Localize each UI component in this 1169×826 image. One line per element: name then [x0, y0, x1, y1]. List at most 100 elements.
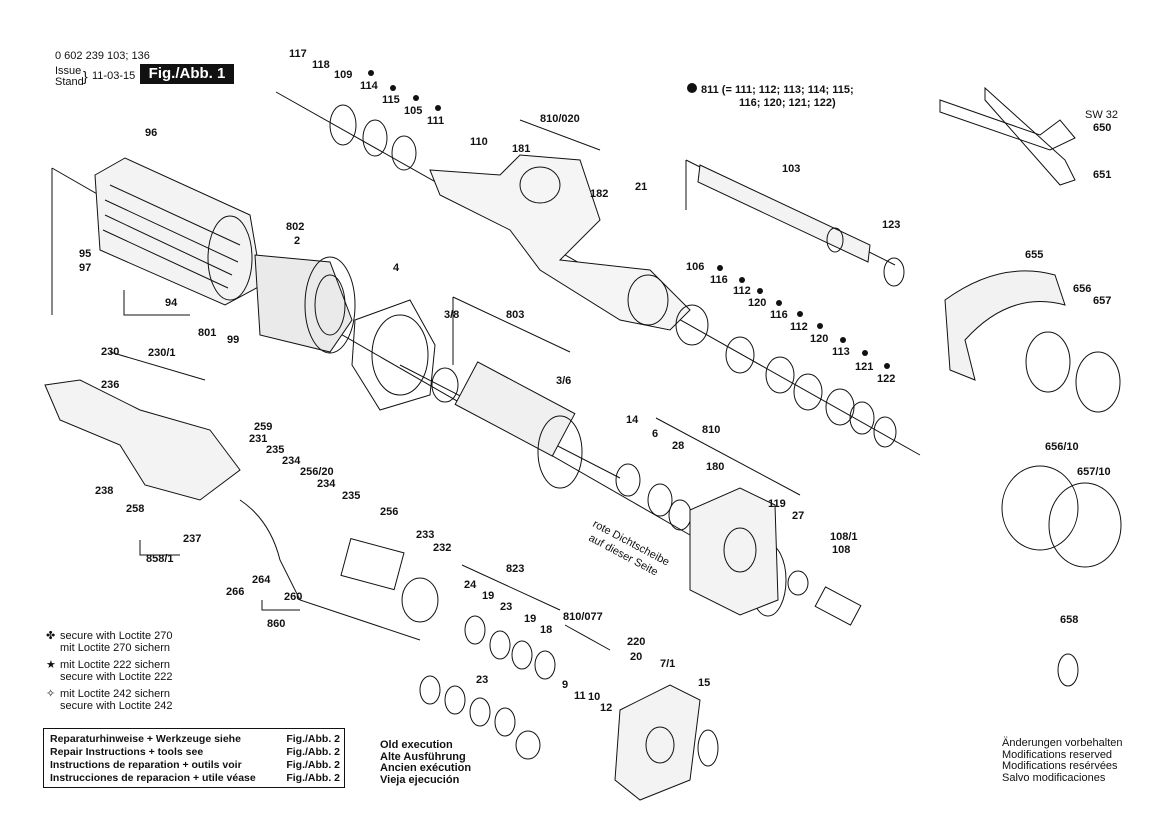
legend-text: mit Loctite 242 sichern — [60, 688, 171, 700]
part-label: 11 — [574, 690, 586, 702]
nut-657-10 — [1048, 482, 1122, 568]
part-label: 655 — [1025, 249, 1043, 261]
repair-ref: Fig./Abb. 2 — [286, 759, 340, 771]
bracket-810 — [655, 417, 801, 496]
bearing-106 — [675, 304, 709, 346]
old-execution-line: Ancien exécution — [380, 762, 472, 774]
part-label: 23 — [476, 674, 488, 686]
ring-116 — [765, 356, 795, 394]
part-label: 182 — [590, 188, 608, 200]
legend-text: secure with Loctite 270 — [60, 630, 173, 642]
legend-text: secure with Loctite 242 — [60, 700, 173, 712]
cable-260 — [239, 499, 421, 641]
flange-656 — [1025, 331, 1071, 393]
figure-label: Fig./Abb. 1 — [140, 64, 234, 84]
part-label: 256 — [380, 506, 398, 518]
kit-811-line: 811 (= 111; 112; 113; 114; 115; — [701, 84, 854, 96]
part-label: 94 — [165, 297, 178, 309]
ring-15 — [697, 729, 719, 767]
part-label: 123 — [882, 219, 900, 231]
part-label: 801 — [198, 327, 216, 339]
circlip-658 — [1057, 653, 1079, 687]
part-label: 105 — [404, 105, 422, 117]
seal-note: rote Dichtscheibe auf dieser Seite — [587, 518, 672, 578]
part-label: 115 — [382, 94, 400, 106]
part-label: 658 — [1060, 614, 1078, 626]
part-label: 234 — [282, 455, 301, 467]
part-label: 20 — [630, 651, 642, 663]
bracket-823 — [461, 564, 561, 611]
part-label: 235 — [266, 444, 284, 456]
handle-237 — [44, 379, 241, 501]
nut-657 — [1075, 351, 1121, 413]
part-label: 121 — [855, 361, 873, 373]
part-label: 112 — [790, 321, 808, 333]
part-label: 111 — [427, 115, 444, 127]
part-label: 114 — [360, 80, 379, 92]
housing-810 — [689, 487, 779, 616]
part-label: 656 — [1073, 283, 1091, 295]
part-label: 234 — [317, 478, 336, 490]
spindle-103 — [697, 164, 871, 263]
part-label: 220 — [627, 636, 645, 648]
part-label: 116 — [710, 274, 728, 286]
part-label: 120 — [810, 333, 828, 345]
part-label: 119 — [768, 498, 786, 510]
part-label: 266 — [226, 586, 244, 598]
part-label: 656/10 — [1045, 441, 1079, 453]
part-label: 23 — [500, 601, 512, 613]
bracket-860 — [261, 600, 300, 611]
repair-instructions-box: Reparaturhinweise + Werkzeuge siehe Fig.… — [43, 728, 345, 788]
part-label: 260 — [284, 591, 302, 603]
part-label: 95 — [79, 248, 91, 260]
repair-row: Reparaturhinweise + Werkzeuge siehe Fig.… — [50, 733, 340, 745]
part-callouts: 117 118 109 114 115 105 111 110 810/020 … — [79, 48, 1111, 714]
part-label: 112 — [733, 285, 751, 297]
capacitor-232 — [401, 577, 439, 623]
old-execution-parts-23 — [419, 675, 541, 760]
part-label: 231 — [249, 433, 267, 445]
bearing-6 — [647, 483, 673, 517]
part-label: 3/6 — [556, 375, 571, 387]
bracket-810-077 — [564, 624, 611, 651]
issue-date: 11-03-15 — [92, 70, 136, 82]
part-label: 28 — [672, 440, 684, 452]
modifications-line: Modifications reserved — [1002, 748, 1113, 761]
modifications-note: Änderungen vorbehalten Modifications res… — [1002, 737, 1123, 784]
part-label: 108 — [832, 544, 850, 556]
part-label: 237 — [183, 533, 201, 545]
kit-811-note: 811 (= 111; 112; 113; 114; 115; 116; 120… — [687, 84, 854, 110]
modifications-line: Modifications resérvées — [1002, 760, 1118, 772]
legend-text: mit Loctite 270 sichern — [60, 642, 171, 654]
part-label: 802 — [286, 221, 304, 233]
part-label: 3/8 — [444, 309, 459, 321]
old-execution-line: Vieja ejecución — [380, 773, 460, 786]
modifications-line: Salvo modificaciones — [1002, 771, 1106, 784]
part-label: 180 — [706, 461, 724, 473]
ring-114 — [362, 119, 388, 157]
part-number: 0 602 239 103; 136 — [55, 50, 150, 62]
ring-120b — [793, 373, 823, 411]
part-label: 9 — [562, 679, 568, 691]
clover-icon: ✤ — [46, 630, 56, 642]
motor-housing-96 — [94, 157, 263, 306]
repair-ref: Fig./Abb. 2 — [286, 746, 340, 758]
part-label: 181 — [512, 143, 530, 155]
header-brace: } — [83, 68, 88, 84]
modifications-line: Änderungen vorbehalten — [1002, 737, 1123, 749]
legend-text: secure with Loctite 222 — [60, 671, 173, 683]
part-label: 7/1 — [660, 658, 675, 670]
circlip-123 — [883, 257, 905, 287]
fan-4 — [351, 299, 436, 411]
armature-803 — [399, 361, 621, 489]
part-label: 19 — [482, 590, 494, 602]
part-label: 109 — [334, 69, 352, 81]
part-label: 113 — [832, 346, 850, 358]
bracket-803-b — [452, 296, 571, 353]
repair-row: Instrucciones de reparacion + utile véas… — [50, 772, 340, 784]
part-label: 651 — [1093, 169, 1111, 181]
ring-28 — [668, 499, 692, 531]
part-label: 10 — [588, 691, 600, 703]
part-label: 18 — [540, 624, 552, 636]
